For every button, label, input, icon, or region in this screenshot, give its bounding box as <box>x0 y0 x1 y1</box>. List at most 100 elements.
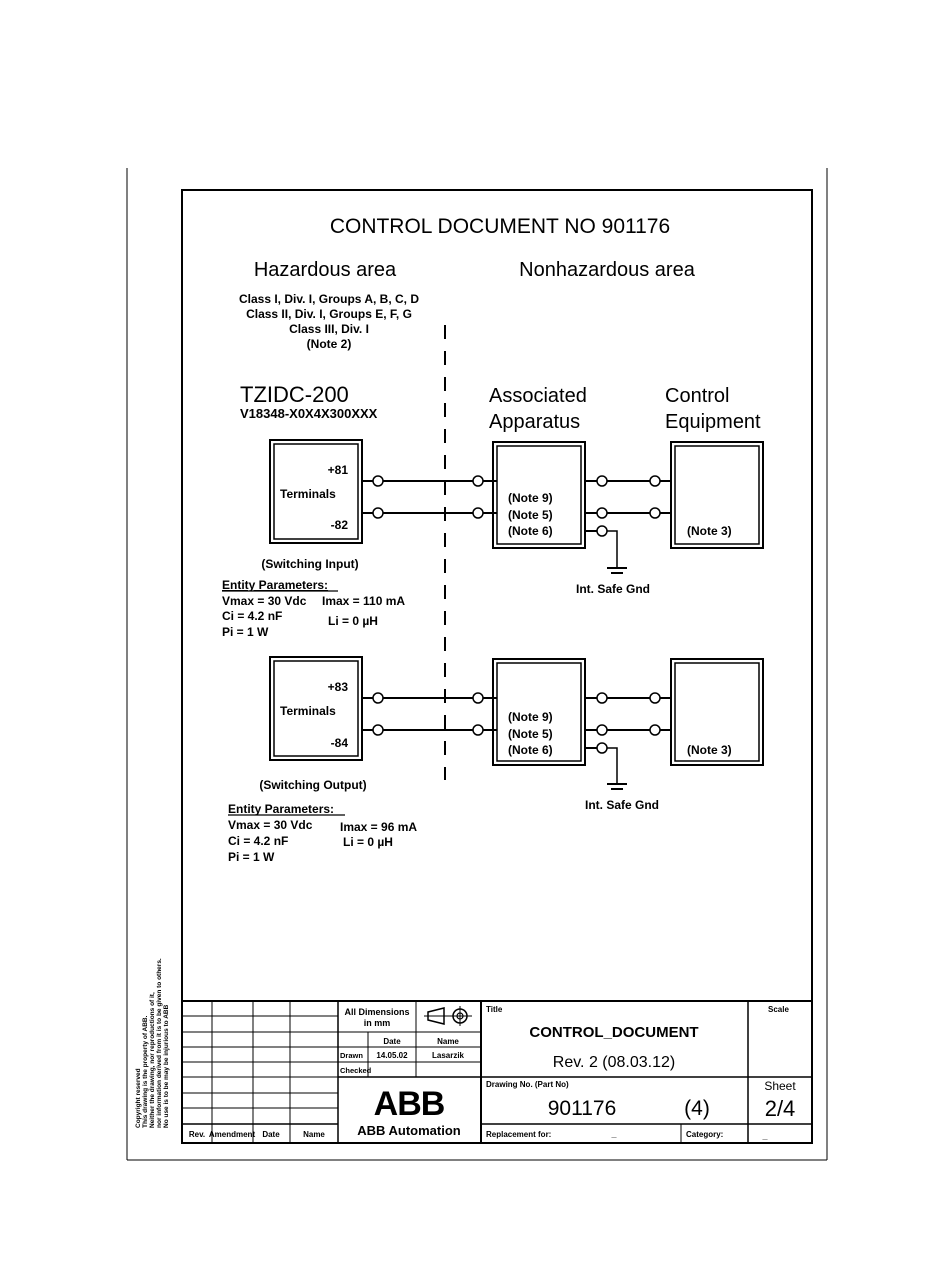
note-label: (Note 9) <box>508 710 553 724</box>
svg-text:Copyright reserved: Copyright reserved <box>135 1068 142 1128</box>
copyright-notice: Copyright reserved This drawing is the p… <box>135 958 170 1128</box>
param-ci: Ci = 4.2 nF <box>222 609 282 623</box>
terminal-node <box>649 475 661 487</box>
terminal-node <box>472 507 484 519</box>
note-label: (Note 3) <box>687 524 732 538</box>
hazardous-area-label: Hazardous area <box>254 259 397 281</box>
classification-line: Class II, Div. I, Groups E, F, G <box>246 307 412 321</box>
part-number: (4) <box>684 1097 710 1120</box>
classification-line: Class I, Div. I, Groups A, B, C, D <box>239 292 419 306</box>
abb-logo: ABB <box>374 1085 445 1123</box>
param-pi: Pi = 1 W <box>228 850 275 864</box>
circuit-caption: (Switching Input) <box>261 557 358 571</box>
terminal-node <box>472 724 484 736</box>
svg-text:nor information derived from i: nor information derived from it is to be… <box>156 958 163 1128</box>
ground-wire <box>607 747 618 784</box>
revision-text: Rev. 2 (08.03.12) <box>553 1054 675 1071</box>
revision-table: Rev. Amendment Date Name <box>182 1001 338 1143</box>
drawing-number: 901176 <box>548 1097 617 1120</box>
classification-block: Class I, Div. I, Groups A, B, C, D Class… <box>239 292 419 351</box>
terminal-node <box>472 692 484 704</box>
terminal-node <box>372 692 384 704</box>
terminal-node <box>649 724 661 736</box>
note-label: (Note 9) <box>508 491 553 505</box>
date-header: Date <box>383 1037 401 1046</box>
terminal-node <box>596 742 608 754</box>
drawing-frame <box>181 189 813 1144</box>
replacement-value: _ <box>610 1129 617 1139</box>
param-ci: Ci = 4.2 nF <box>228 834 288 848</box>
terminal-node <box>649 692 661 704</box>
drawn-date: 14.05.02 <box>376 1051 408 1060</box>
param-imax: Imax = 96 mA <box>340 820 417 834</box>
rev-header: Date <box>262 1130 280 1139</box>
associated-apparatus-box <box>492 441 586 549</box>
title-label: Title <box>486 1005 503 1014</box>
note-label: (Note 6) <box>508 524 553 538</box>
ground-wire <box>607 530 618 568</box>
terminal-plus-label: +81 <box>328 463 349 477</box>
switching-output-circuit: +83 Terminals -84 (Note 9) (Note 5) (Not… <box>228 656 764 864</box>
classification-line: (Note 2) <box>307 337 352 351</box>
param-vmax: Vmax = 30 Vdc <box>222 594 307 608</box>
control-equipment-heading: Equipment <box>665 411 761 433</box>
terminal-node <box>649 507 661 519</box>
document-title: CONTROL DOCUMENT NO 901176 <box>330 215 670 238</box>
nonhazardous-area-label: Nonhazardous area <box>519 259 696 281</box>
drawing-title: CONTROL_DOCUMENT <box>529 1024 698 1041</box>
circuit-caption: (Switching Output) <box>259 778 366 792</box>
terminals-label: Terminals <box>280 487 336 501</box>
sheet-label: Sheet <box>764 1079 796 1093</box>
associated-apparatus-heading: Associated <box>489 385 587 407</box>
param-imax: Imax = 110 mA <box>322 594 405 608</box>
terminal-node <box>596 724 608 736</box>
terminal-node <box>372 475 384 487</box>
name-header: Name <box>437 1037 459 1046</box>
terminal-node <box>596 525 608 537</box>
rev-header: Name <box>303 1130 325 1139</box>
param-pi: Pi = 1 W <box>222 625 269 639</box>
terminal-minus-label: -82 <box>331 518 349 532</box>
device-model: V18348-X0X4X300XXX <box>240 406 378 421</box>
note-label: (Note 5) <box>508 727 553 741</box>
associated-apparatus-box <box>492 658 586 766</box>
entity-parameters-title: Entity Parameters: <box>228 802 334 816</box>
svg-text:No use is to be may be injurio: No use is to be may be injurious to ABB <box>163 1004 170 1128</box>
rev-header: Rev. <box>189 1130 205 1139</box>
terminal-node <box>596 475 608 487</box>
category-value: _ <box>761 1131 768 1141</box>
replacement-label: Replacement for: <box>486 1130 551 1139</box>
entity-parameters-title: Entity Parameters: <box>222 578 328 592</box>
device-name: TZIDC-200 <box>240 382 349 407</box>
control-equipment-box <box>670 658 764 766</box>
switching-input-circuit: +81 Terminals -82 (Note 9) (Note 5) (Not… <box>222 439 764 639</box>
tzidc-terminal-box <box>269 439 363 544</box>
projection-symbol-icon <box>424 1006 472 1026</box>
title-block: Rev. Amendment Date Name All Dimensions … <box>182 1000 812 1143</box>
terminal-node <box>372 507 384 519</box>
tzidc-terminal-box <box>269 656 363 761</box>
svg-text:This drawing is the property o: This drawing is the property of ABB. <box>142 1015 149 1128</box>
terminals-label: Terminals <box>280 704 336 718</box>
terminal-node <box>596 692 608 704</box>
dimensions-label: All Dimensions <box>344 1007 409 1017</box>
note-label: (Note 5) <box>508 508 553 522</box>
param-vmax: Vmax = 30 Vdc <box>228 818 313 832</box>
sheet-number: 2/4 <box>765 1096 796 1121</box>
drawn-name: Lasarzik <box>432 1051 465 1060</box>
terminal-minus-label: -84 <box>331 736 349 750</box>
control-equipment-box <box>670 441 764 549</box>
terminal-node <box>472 475 484 487</box>
control-equipment-heading: Control <box>665 385 729 407</box>
ground-label: Int. Safe Gnd <box>585 798 659 812</box>
company-name: ABB Automation <box>357 1123 461 1138</box>
terminal-plus-label: +83 <box>328 680 349 694</box>
associated-apparatus-heading: Apparatus <box>489 411 580 433</box>
terminal-node <box>596 507 608 519</box>
scale-label: Scale <box>768 1005 789 1014</box>
param-li: Li = 0 µH <box>328 614 378 628</box>
rev-header: Amendment <box>209 1130 256 1139</box>
note-label: (Note 6) <box>508 743 553 757</box>
checked-label: Checked <box>340 1066 372 1075</box>
